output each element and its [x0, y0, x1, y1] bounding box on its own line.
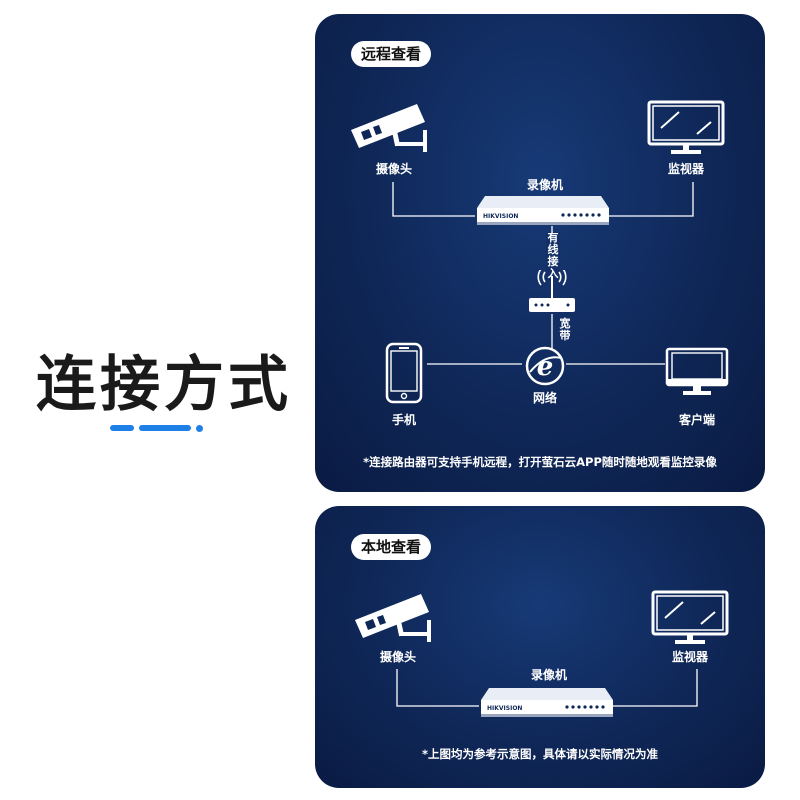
phone-label: 手机 — [392, 413, 417, 427]
router-icon — [529, 270, 575, 312]
network-label: 网络 — [533, 391, 558, 405]
svg-text:e: e — [537, 352, 554, 382]
remote-connection-lines — [392, 182, 694, 365]
phone-icon — [385, 342, 423, 404]
local-note: *上图均为参考示意图，具体请以实际情况为准 — [421, 747, 658, 761]
accent-dot — [196, 425, 203, 432]
wired-access-label: 有线接入 — [546, 231, 560, 280]
client-label: 客户端 — [679, 413, 716, 427]
remote-badge: 远程查看 — [351, 41, 432, 67]
monitor-icon — [647, 100, 725, 154]
nvr-label: 录像机 — [527, 178, 564, 192]
nvr-label: 录像机 — [531, 668, 568, 682]
camera-icon — [351, 104, 427, 152]
nvr-icon: HIKVISION — [481, 688, 613, 717]
broadband-label: 宽带 — [559, 317, 571, 342]
local-view-panel: 本地查看 摄像头 监视器 录像机 — [315, 506, 765, 788]
camera-label: 摄像头 — [376, 162, 413, 176]
monitor-label: 监视器 — [668, 162, 705, 176]
desktop-icon — [665, 347, 729, 395]
remote-note: *连接路由器可支持手机远程，打开萤石云APP随时随地观看监控录像 — [363, 455, 717, 469]
monitor-label: 监视器 — [672, 650, 709, 664]
nvr-brand: HIKVISION — [487, 705, 522, 712]
camera-icon — [355, 594, 431, 642]
internet-icon: e — [525, 346, 565, 386]
remote-view-panel: 远程查看 摄像头 监视器 录像机 — [315, 14, 765, 492]
local-badge: 本地查看 — [351, 534, 432, 560]
page-title: 连接方式 — [36, 350, 292, 420]
monitor-icon — [651, 590, 729, 644]
accent-dash-1 — [110, 425, 134, 431]
camera-label: 摄像头 — [380, 650, 417, 664]
nvr-brand: HIKVISION — [483, 213, 518, 220]
nvr-icon: HIKVISION — [477, 196, 609, 225]
local-connection-lines — [396, 669, 698, 707]
accent-dash-2 — [139, 425, 191, 431]
